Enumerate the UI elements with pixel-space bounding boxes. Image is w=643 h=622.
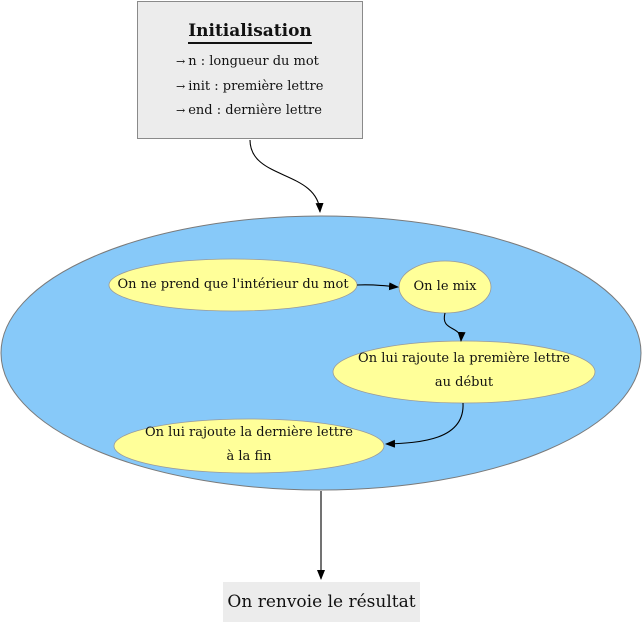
arrow-init-to-process	[249, 139, 324, 213]
init-line-n: →n : longueur du mot	[176, 54, 319, 69]
result-box: On renvoie le résultat	[223, 582, 420, 622]
node-mix-label: On le mix	[413, 279, 477, 294]
right-arrow-icon: →	[176, 104, 186, 117]
init-line-init: →init : première lettre	[176, 79, 324, 94]
arrow-mix-to-first	[443, 312, 466, 342]
node-last-letter-ellipse	[113, 418, 385, 474]
init-line-end: →end : dernière lettre	[176, 103, 322, 118]
node-first-letter-line1: On lui rajoute la première lettre	[358, 351, 570, 366]
initialisation-box: Initialisation →n : longueur du mot →ini…	[137, 1, 363, 139]
result-label: On renvoie le résultat	[227, 592, 416, 612]
node-first-letter-line2: au début	[434, 375, 494, 390]
right-arrow-icon: →	[176, 80, 186, 93]
node-last-letter-line2: à la fin	[226, 449, 272, 464]
right-arrow-icon: →	[176, 55, 186, 68]
node-last-letter-line1: On lui rajoute la dernière lettre	[145, 425, 353, 440]
arrow-interior-to-mix	[356, 282, 399, 291]
arrow-first-to-last	[385, 402, 464, 448]
node-interior-label: On ne prend que l'intérieur du mot	[117, 277, 349, 292]
initialisation-title: Initialisation	[138, 21, 362, 44]
